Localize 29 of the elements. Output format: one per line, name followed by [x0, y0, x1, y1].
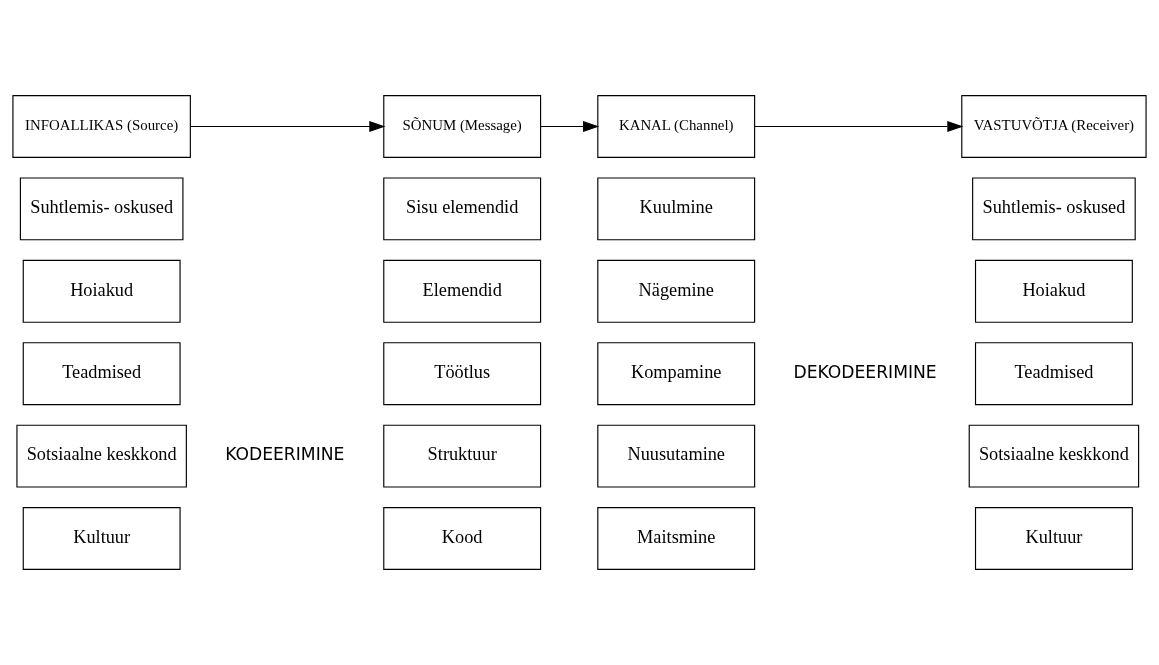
- node-box: Nuusutamine: [597, 424, 756, 488]
- node-box: VASTUVÕTJA (Receiver): [961, 95, 1147, 158]
- node-box: KANAL (Channel): [597, 95, 756, 158]
- node-box: INFOALLIKAS (Source): [12, 95, 191, 158]
- node-box: Elemendid: [383, 259, 542, 323]
- node-box: Hoiakud: [22, 259, 181, 323]
- label: KODEERIMINE: [225, 444, 345, 465]
- arrow: [754, 120, 964, 133]
- node-box: Sotsiaalne keskkond: [968, 424, 1140, 488]
- arrow: [189, 120, 386, 133]
- node-box: Teadmised: [974, 342, 1133, 406]
- node-box: Sisu elemendid: [383, 177, 542, 241]
- node-box: Struktuur: [383, 424, 542, 488]
- node-box: Nägemine: [597, 259, 756, 323]
- node-box: SÕNUM (Message): [383, 95, 542, 158]
- node-box: Kood: [383, 507, 542, 570]
- arrow: [540, 120, 600, 133]
- node-box: Suhtlemis- oskused: [972, 177, 1136, 241]
- node-box: Kultuur: [974, 507, 1133, 570]
- node-box: Kompamine: [597, 342, 756, 406]
- node-box: Kuulmine: [597, 177, 756, 241]
- node-box: Töötlus: [383, 342, 542, 406]
- label: DEKODEERIMINE: [793, 361, 937, 382]
- node-box: Kultuur: [22, 507, 181, 570]
- node-box: Suhtlemis- oskused: [19, 177, 184, 241]
- node-box: Maitsmine: [597, 507, 756, 570]
- node-box: Hoiakud: [974, 259, 1133, 323]
- node-box: Teadmised: [22, 342, 181, 406]
- node-box: Sotsiaalne keskkond: [16, 424, 187, 488]
